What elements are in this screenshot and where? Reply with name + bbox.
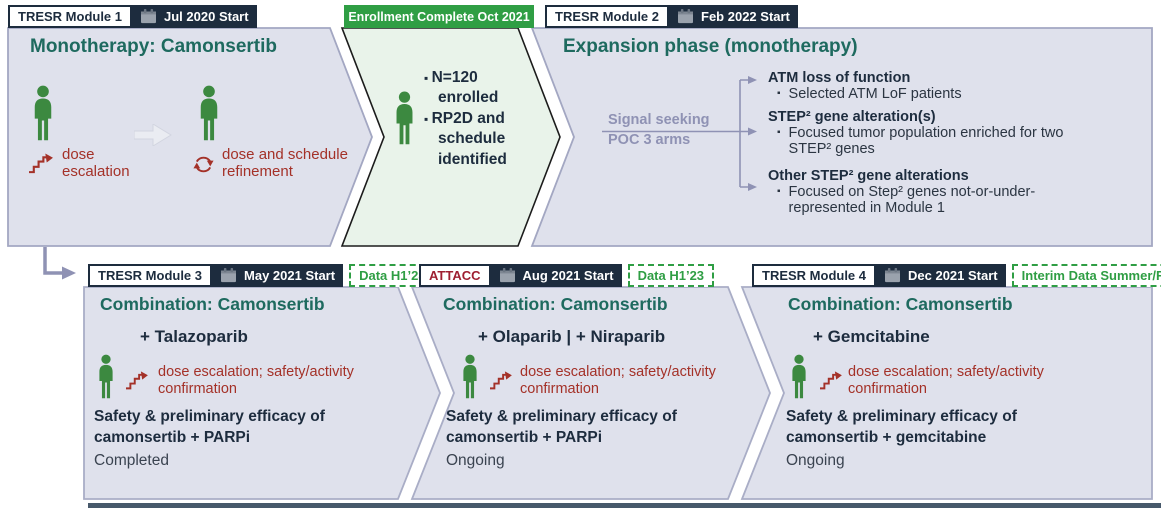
- calendar-icon: [678, 9, 694, 24]
- module2-box-shape: [530, 27, 1153, 247]
- combo2-escalation-label: dose escalation; safety/activity confirm…: [520, 364, 716, 398]
- module1-start-date: Jul 2020 Start: [164, 9, 249, 24]
- enrollment-bullets: N=120 enrolled RP2D and schedule identif…: [424, 68, 536, 170]
- branch-arrowhead-bottom: [748, 183, 757, 191]
- arm-bullet-text: Focused on Step² genes not-or-under-repr…: [788, 184, 1036, 216]
- enrollment-bullet: N=120 enrolled: [424, 68, 536, 109]
- signal-branch-lines: [602, 79, 748, 188]
- patient-icon: [28, 84, 58, 142]
- module1-phase1-label: dose escalation: [62, 146, 130, 181]
- combo3-data-badge: Interim Data Summer/Fall 23: [1011, 264, 1161, 287]
- patient-icon: [458, 353, 482, 400]
- combo3-start-tag: Dec 2021 Start: [876, 264, 1006, 287]
- combo3-box-shape: [740, 286, 1153, 500]
- combo1-box-shape: [83, 286, 441, 500]
- combo2-drug: + Olaparib | + Niraparib: [478, 327, 666, 346]
- module1-box-shape: [7, 27, 373, 247]
- arm-atm-lof: ATM loss of function ▪ Selected ATM LoF p…: [768, 70, 1019, 103]
- combo1-escalation-label: dose escalation; safety/activity confirm…: [158, 364, 354, 398]
- connector-arrowhead: [62, 266, 76, 280]
- arm-bullet-text: Selected ATM LoF patients: [788, 86, 962, 103]
- combo3-tag: TRESR Module 4: [752, 264, 877, 287]
- module2-title: Expansion phase (monotherapy): [563, 36, 858, 57]
- enrollment-banner: Enrollment Complete Oct 2021: [344, 5, 534, 28]
- combo2-summary: Safety & preliminary efficacy of camonse…: [446, 407, 701, 471]
- patient-icon: [390, 90, 419, 146]
- module2-start-tag: Feb 2022 Start: [669, 5, 798, 28]
- combo2-start-tag: Aug 2021 Start: [490, 264, 622, 287]
- combo1-start-date: May 2021 Start: [244, 268, 336, 283]
- calendar-icon: [141, 9, 157, 24]
- combo3-escalation-label: dose escalation; safety/activity confirm…: [848, 364, 1044, 398]
- enrollment-bullet: RP2D and schedule identified: [424, 109, 536, 170]
- calendar-icon: [499, 268, 515, 283]
- refine-cycle-icon: [192, 153, 215, 181]
- module1-tag: TRESR Module 1: [8, 5, 133, 28]
- combo3-status: Ongoing: [786, 451, 845, 469]
- combo2-start-date: Aug 2021 Start: [522, 268, 614, 283]
- combo3-tagbar: TRESR Module 4 Dec 2021 Start Interim Da…: [752, 264, 1161, 287]
- module1-to-combos-connector: [43, 247, 62, 275]
- combo2-box-shape: [410, 286, 771, 500]
- dose-escalation-icon: [488, 370, 513, 396]
- dose-escalation-icon: [818, 370, 843, 396]
- combo2-title: Combination: Camonsertib: [443, 294, 668, 314]
- combo3-title: Combination: Camonsertib: [788, 294, 1013, 314]
- combo1-start-tag: May 2021 Start: [212, 264, 344, 287]
- dose-escalation-icon: [27, 152, 54, 180]
- combo3-drug: + Gemcitabine: [813, 327, 930, 346]
- branch-arrowhead-mid: [748, 127, 757, 136]
- module2-start-date: Feb 2022 Start: [701, 9, 790, 24]
- module1-tagbar: TRESR Module 1 Jul 2020 Start: [8, 5, 257, 28]
- bullet-square: ▪: [777, 186, 781, 198]
- patient-icon: [94, 353, 118, 400]
- transition-arrow-icon: [133, 123, 172, 151]
- combo2-summary-text: Safety & preliminary efficacy of camonse…: [446, 408, 677, 446]
- module1-title: Monotherapy: Camonsertib: [30, 36, 278, 57]
- combo1-status: Completed: [94, 451, 169, 469]
- combo2-status: Ongoing: [446, 451, 505, 469]
- combo3-summary: Safety & preliminary efficacy of camonse…: [786, 407, 1086, 471]
- bullet-square: ▪: [777, 88, 781, 100]
- combo1-drug: + Talazoparib: [140, 327, 248, 346]
- combo1-summary-text: Safety & preliminary efficacy of camonse…: [94, 408, 325, 446]
- combo1-tagbar: TRESR Module 3 May 2021 Start Data H1’23: [88, 264, 436, 287]
- branch-arrowhead-top: [748, 76, 757, 84]
- signal-seeking-line2: POC 3 arms: [608, 132, 691, 149]
- combo2-tag: ATTACC: [419, 264, 491, 287]
- patient-icon: [787, 353, 811, 400]
- combo3-summary-text: Safety & preliminary efficacy of camonse…: [786, 408, 1017, 446]
- calendar-icon: [221, 268, 237, 283]
- combo2-data-badge: Data H1’23: [627, 264, 715, 287]
- bullet-square: ▪: [777, 127, 781, 139]
- arm-heading: Other STEP² gene alterations: [768, 168, 969, 184]
- signal-seeking-line1: Signal seeking: [608, 112, 710, 128]
- arm-bullet-text: Focused tumor population enriched for tw…: [788, 125, 1064, 157]
- combo1-summary: Safety & preliminary efficacy of camonse…: [94, 407, 349, 471]
- module2-tag: TRESR Module 2: [545, 5, 670, 28]
- dose-escalation-icon: [124, 370, 149, 396]
- bottom-edge-strip: [88, 503, 1161, 508]
- calendar-icon: [885, 268, 901, 283]
- arm-other-step2: Other STEP² gene alterations ▪ Focused on…: [768, 168, 1061, 216]
- arm-step2: STEP² gene alteration(s) ▪ Focused tumor …: [768, 109, 1099, 157]
- arm-heading: STEP² gene alteration(s): [768, 109, 936, 125]
- arm-heading: ATM loss of function: [768, 70, 911, 86]
- module2-tagbar: TRESR Module 2 Feb 2022 Start: [545, 5, 798, 28]
- module1-start-tag: Jul 2020 Start: [132, 5, 257, 28]
- combo1-tag: TRESR Module 3: [88, 264, 213, 287]
- combo3-start-date: Dec 2021 Start: [908, 268, 998, 283]
- combo2-tagbar: ATTACC Aug 2021 Start Data H1’23: [419, 264, 715, 287]
- combo1-data-badge: Data H1’23: [349, 264, 436, 287]
- patient-icon: [194, 84, 224, 142]
- combo1-title: Combination: Camonsertib: [100, 294, 325, 314]
- signal-seeking-label: Signal seeking POC 3 arms: [608, 110, 710, 151]
- module1-phase2-label: dose and schedule refinement: [222, 146, 348, 181]
